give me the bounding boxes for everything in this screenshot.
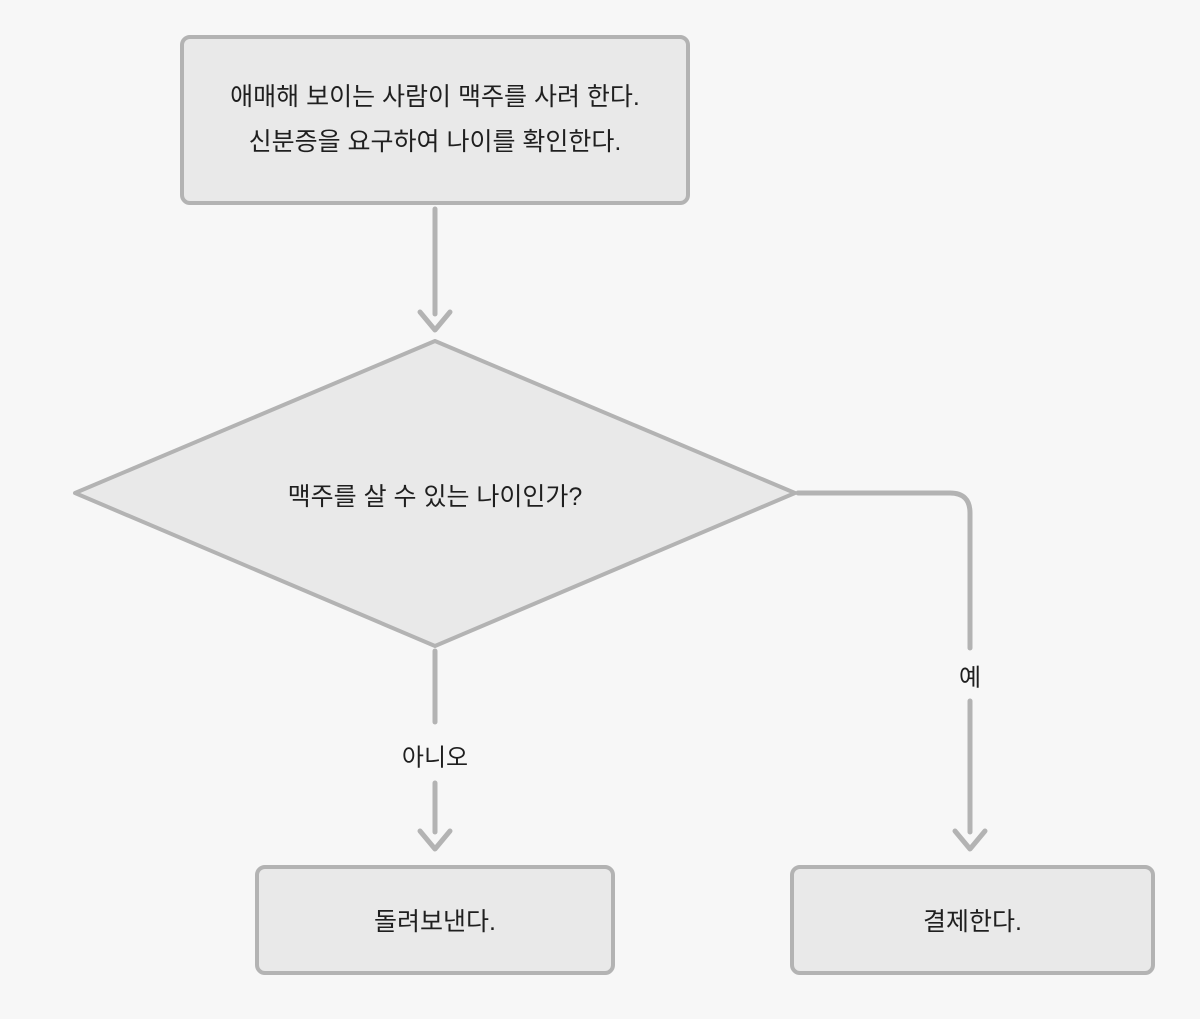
decision-diamond-shape [73,339,797,648]
arrowhead-yes-to-pay-icon [952,828,988,852]
arrowhead-start-to-decision-icon [417,309,453,333]
result-node-pay: 결제한다. [790,865,1155,975]
start-node-text: 애매해 보이는 사람이 맥주를 사려 한다. 신분증을 요구하여 나이를 확인한… [230,75,640,165]
result-node-reject: 돌려보낸다. [255,865,615,975]
result-node-pay-label: 결제한다. [923,908,1022,936]
branch-label-yes: 예 [958,664,982,692]
arrowhead-no-to-reject-icon [417,828,453,852]
decision-node-label: 맥주를 살 수 있는 나이인가? [287,483,583,511]
connector-yes-elbow [795,490,973,651]
start-node: 애매해 보이는 사람이 맥주를 사려 한다. 신분증을 요구하여 나이를 확인한… [180,35,690,205]
start-node-line2: 신분증을 요구하여 나이를 확인한다. [248,128,622,156]
start-node-line1: 애매해 보이는 사람이 맥주를 사려 한다. [230,83,640,111]
result-node-reject-label: 돌려보낸다. [374,908,496,936]
branch-label-no: 아니오 [401,744,469,772]
